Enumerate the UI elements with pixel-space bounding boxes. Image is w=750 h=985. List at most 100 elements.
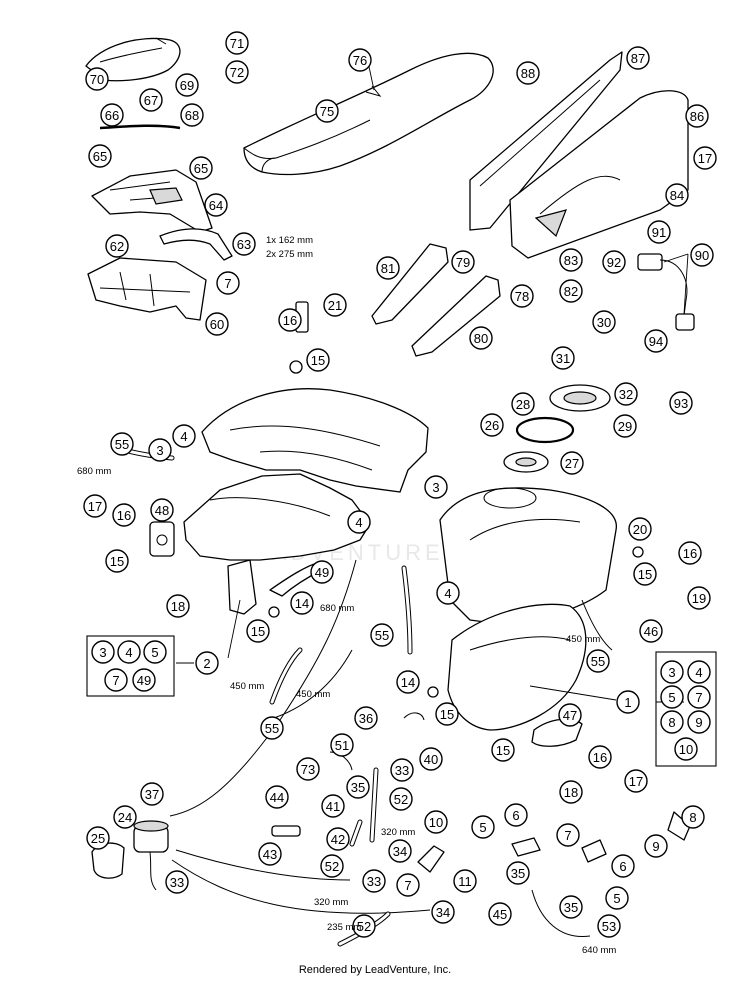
part-callout-52: 52 <box>320 854 344 878</box>
callout-circle <box>660 660 684 684</box>
callout-circle <box>451 250 475 274</box>
callout-number: 11 <box>458 874 472 889</box>
callout-circle <box>396 670 420 694</box>
seat-drawing <box>243 52 494 176</box>
callout-circle <box>614 382 638 406</box>
part-callout-64: 64 <box>204 193 228 217</box>
callout-number: 79 <box>456 255 470 270</box>
part-callout-14: 14 <box>396 670 420 694</box>
part-callout-35: 35 <box>346 775 370 799</box>
callout-circle <box>660 685 684 709</box>
callout-number: 90 <box>695 248 709 263</box>
callout-circle <box>396 873 420 897</box>
callout-circle <box>681 805 705 829</box>
callout-circle <box>354 706 378 730</box>
callout-number: 18 <box>171 599 185 614</box>
dimension-label: 235 mm <box>327 922 361 933</box>
callout-circle <box>665 183 689 207</box>
part-callout-35: 35 <box>506 861 530 885</box>
part-callout-92: 92 <box>602 250 626 274</box>
part-callout-84: 84 <box>665 183 689 207</box>
part-callout-15: 15 <box>105 549 129 573</box>
callout-number: 65 <box>194 161 208 176</box>
callout-number: 40 <box>424 752 438 767</box>
part-callout-7: 7 <box>104 668 128 692</box>
part-callout-17: 17 <box>693 146 717 170</box>
part-callout-34: 34 <box>388 839 412 863</box>
part-callout-49: 49 <box>132 668 156 692</box>
part-callout-88: 88 <box>516 61 540 85</box>
callout-number: 7 <box>695 690 702 705</box>
callout-circle <box>687 586 711 610</box>
part-callout-69: 69 <box>175 73 199 97</box>
callout-number: 55 <box>265 721 279 736</box>
part-callout-48: 48 <box>150 498 174 522</box>
trim-strip-drawing <box>99 124 181 130</box>
callout-circle <box>556 823 580 847</box>
callout-number: 33 <box>395 763 409 778</box>
callout-number: 8 <box>689 810 696 825</box>
callout-number: 19 <box>692 591 706 606</box>
callout-circle <box>296 757 320 781</box>
callout-number: 7 <box>564 828 571 843</box>
kit-group-box-left <box>86 635 175 697</box>
callout-number: 18 <box>564 785 578 800</box>
part-callout-55: 55 <box>586 649 610 673</box>
callout-number: 80 <box>474 331 488 346</box>
callout-circle <box>678 541 702 565</box>
callout-number: 81 <box>381 261 395 276</box>
callout-number: 5 <box>668 690 675 705</box>
callout-circle <box>647 220 671 244</box>
part-callout-8: 8 <box>681 805 705 829</box>
callout-circle <box>175 73 199 97</box>
part-callout-27: 27 <box>560 451 584 475</box>
callout-circle <box>560 451 584 475</box>
callout-number: 30 <box>597 315 611 330</box>
part-callout-33: 33 <box>165 870 189 894</box>
callout-number: 16 <box>593 750 607 765</box>
callout-circle <box>602 250 626 274</box>
callout-number: 42 <box>331 832 345 847</box>
callout-number: 31 <box>556 351 570 366</box>
callout-circle <box>669 391 693 415</box>
callout-number: 87 <box>631 51 645 66</box>
part-callout-10: 10 <box>424 810 448 834</box>
part-callout-24: 24 <box>113 805 137 829</box>
part-callout-18: 18 <box>559 780 583 804</box>
callout-circle <box>91 640 115 664</box>
callout-circle <box>346 775 370 799</box>
callout-circle <box>265 785 289 809</box>
part-callout-33: 33 <box>362 869 386 893</box>
callout-number: 65 <box>93 149 107 164</box>
callout-number: 69 <box>180 78 194 93</box>
callout-circle <box>139 88 163 112</box>
callout-circle <box>693 146 717 170</box>
callout-circle <box>376 256 400 280</box>
callout-circle <box>347 510 371 534</box>
callout-circle <box>469 326 493 350</box>
callout-number: 60 <box>210 317 224 332</box>
callout-circle <box>559 780 583 804</box>
dimension-label: 320 mm <box>381 827 415 838</box>
part-callout-55: 55 <box>260 716 284 740</box>
callout-circle <box>132 668 156 692</box>
callout-circle <box>83 494 107 518</box>
callout-circle <box>320 854 344 878</box>
callout-circle <box>424 475 448 499</box>
callout-circle <box>260 716 284 740</box>
callout-number: 67 <box>144 93 158 108</box>
callout-circle <box>592 310 616 334</box>
callout-circle <box>660 710 684 734</box>
callout-number: 10 <box>429 815 443 830</box>
dimension-label: 450 mm <box>566 634 600 645</box>
part-callout-3: 3 <box>148 438 172 462</box>
part-callout-5: 5 <box>660 685 684 709</box>
callout-number: 6 <box>619 859 626 874</box>
part-callout-15: 15 <box>633 562 657 586</box>
callout-circle <box>105 234 129 258</box>
part-callout-37: 37 <box>140 782 164 806</box>
part-callout-15: 15 <box>306 348 330 372</box>
callout-number: 33 <box>367 874 381 889</box>
